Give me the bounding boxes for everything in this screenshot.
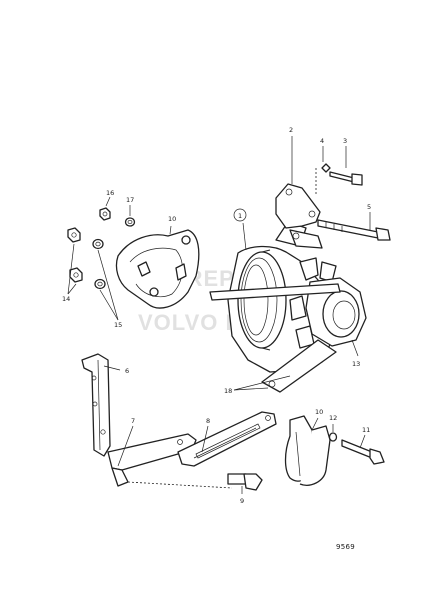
callout-18: 18 [224,387,232,395]
callout-12: 12 [329,414,337,422]
callout-8: 8 [206,417,210,425]
callout-15: 15 [114,321,122,329]
callout-13: 13 [352,360,360,368]
adjusting-link-8 [177,411,277,467]
callout-1: 1 [238,212,242,220]
bolt-11 [341,439,385,465]
callout-3: 3 [343,137,347,145]
figure-number: 9569 [336,543,355,551]
leader-lines [67,136,371,494]
clamp-10 [284,415,331,486]
callout-9: 9 [240,497,244,505]
callout-17: 17 [126,196,134,204]
callout-labels: 1 2 3 4 5 6 7 8 9 10 10 11 12 13 14 15 1… [62,126,371,505]
callout-10-cover: 10 [168,215,176,223]
callout-5: 5 [367,203,371,211]
callout-6: 6 [125,367,129,375]
bolt-5 [317,219,391,241]
callout-4: 4 [320,137,324,145]
bolt-3 [315,163,363,196]
callout-7: 7 [131,417,135,425]
callout-10-clamp: 10 [315,408,323,416]
link-dash [127,481,233,489]
bracket-6 [81,353,111,457]
cover-plate [115,229,200,309]
callout-1-circle [233,208,247,222]
bolt-9 [227,473,263,491]
washer-12 [328,432,338,442]
callout-11: 11 [362,426,370,434]
callout-16: 16 [106,189,114,197]
mounting-bracket [275,183,321,229]
callout-2: 2 [289,126,293,134]
alternator [209,221,367,393]
nuts-and-washers [67,207,136,290]
callout-14: 14 [62,295,70,303]
